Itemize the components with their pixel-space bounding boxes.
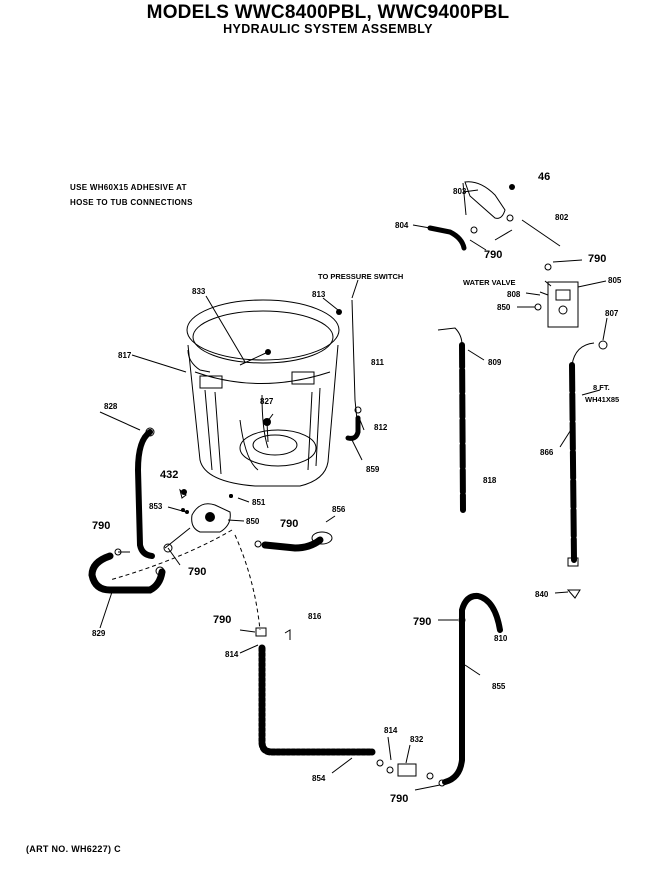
adhesive-note-line-2: HOSE TO TUB CONNECTIONS <box>70 198 193 207</box>
part-label-790-c: 790 <box>92 520 110 532</box>
fitting-832 <box>376 736 446 787</box>
part-label-818: 818 <box>483 476 497 485</box>
tub-817 <box>186 299 340 487</box>
hose-866 <box>566 342 595 599</box>
part-label-851: 851 <box>252 498 266 507</box>
page-subtitle: HYDRAULIC SYSTEM ASSEMBLY <box>223 22 433 36</box>
hose-854 <box>255 627 376 774</box>
small-parts <box>179 488 291 640</box>
water-valve-805 <box>534 263 608 350</box>
adhesive-note-line-1: USE WH60X15 ADHESIVE AT <box>70 183 187 192</box>
hose-829 <box>88 552 166 629</box>
part-label-814-b: 814 <box>384 726 398 735</box>
valve-assembly-803 <box>427 181 561 251</box>
art-number: (ART NO. WH6227) C <box>26 844 121 854</box>
pressure-switch-annotation: TO PRESSURE SWITCH <box>318 272 403 281</box>
part-label-812: 812 <box>374 423 388 432</box>
part-label-790-f: 790 <box>213 614 231 626</box>
part-label-850-top: 850 <box>497 303 511 312</box>
part-label-790-a: 790 <box>484 249 502 261</box>
part-label-804: 804 <box>395 221 409 230</box>
hose-856 <box>254 515 336 552</box>
pump-850 <box>114 489 233 556</box>
part-label-805: 805 <box>608 276 622 285</box>
part-label-816: 816 <box>308 612 322 621</box>
part-label-832: 832 <box>410 735 424 744</box>
part-label-802: 802 <box>555 213 569 222</box>
part-label-790-e: 790 <box>188 566 206 578</box>
part-label-828: 828 <box>104 402 118 411</box>
part-label-809: 809 <box>488 358 502 367</box>
hose-length-annotation: 8 FT. <box>593 383 610 392</box>
part-label-850-pump: 850 <box>246 517 260 526</box>
part-label-827: 827 <box>260 397 274 406</box>
page-title: MODELS WWC8400PBL, WWC9400PBL <box>146 2 510 23</box>
hose-818 <box>437 327 485 513</box>
part-label-790-h: 790 <box>390 793 408 805</box>
part-label-790-d: 790 <box>280 518 298 530</box>
adhesive-note: USE WH60X15 ADHESIVE AT HOSE TO TUB CONN… <box>70 180 193 210</box>
part-label-853: 853 <box>149 502 163 511</box>
part-label-803: 803 <box>453 187 467 196</box>
water-valve-annotation: WATER VALVE <box>463 278 516 287</box>
hose-855 <box>442 592 503 785</box>
part-label-810: 810 <box>494 634 508 643</box>
part-label-859: 859 <box>366 465 380 474</box>
part-label-855: 855 <box>492 682 506 691</box>
part-label-813: 813 <box>312 290 326 299</box>
part-label-866: 866 <box>540 448 554 457</box>
part-label-790-b: 790 <box>588 253 606 265</box>
part-label-790-g: 790 <box>413 616 431 628</box>
part-label-817: 817 <box>118 351 132 360</box>
part-label-808: 808 <box>507 290 521 299</box>
part-label-856: 856 <box>332 505 346 514</box>
part-label-854: 854 <box>312 774 326 783</box>
part-label-432: 432 <box>160 469 178 481</box>
part-label-840: 840 <box>535 590 549 599</box>
part-label-807: 807 <box>605 309 619 318</box>
part-label-814-a: 814 <box>225 650 239 659</box>
leader-lines <box>131 189 608 791</box>
hose-828 <box>99 411 155 559</box>
part-label-833: 833 <box>192 287 206 296</box>
part-labels: 46 803 802 804 790 790 WATER VALVE 805 8… <box>92 171 622 805</box>
part-label-811: 811 <box>371 358 384 367</box>
tube-811 <box>336 279 362 441</box>
part-label-46: 46 <box>538 171 550 183</box>
part-label-829: 829 <box>92 629 106 638</box>
hose-part-annotation: WH41X85 <box>585 395 619 404</box>
